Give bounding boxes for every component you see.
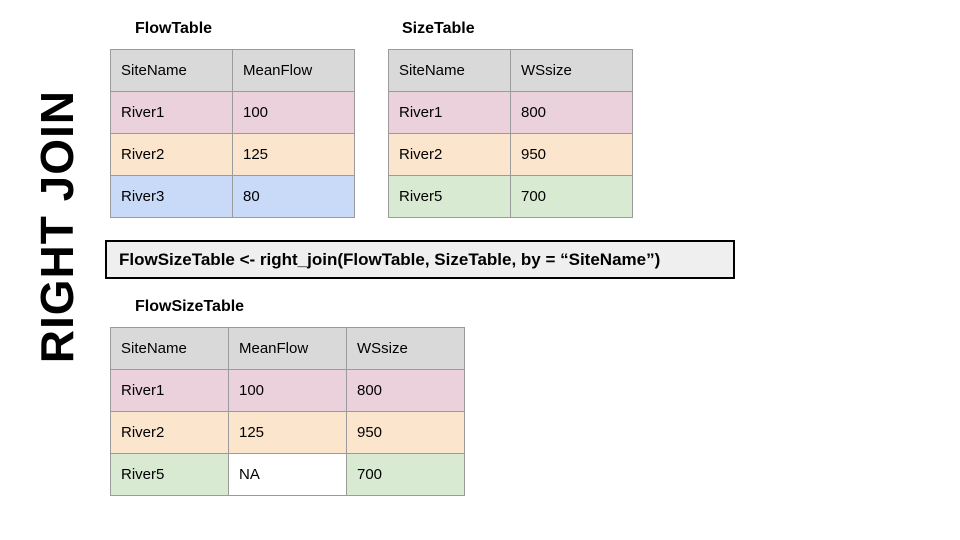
table-cell: 125	[228, 411, 347, 454]
table-cell: 800	[510, 91, 633, 134]
column-header: SiteName	[110, 49, 233, 92]
join-code-text: FlowSizeTable <- right_join(FlowTable, S…	[119, 249, 661, 269]
column-header: MeanFlow	[232, 49, 355, 92]
flow-table-title: FlowTable	[135, 20, 213, 37]
table-cell: 100	[228, 369, 347, 412]
table-cell: River2	[110, 411, 229, 454]
result-table-title: FlowSizeTable	[135, 298, 245, 315]
table-cell: River5	[110, 453, 229, 496]
table-cell: 80	[232, 175, 355, 218]
column-header: WSsize	[510, 49, 633, 92]
column-header: WSsize	[346, 327, 465, 370]
table-cell: River1	[388, 91, 511, 134]
table-cell: River2	[110, 133, 233, 176]
table-cell: 950	[346, 411, 465, 454]
join-code-box: FlowSizeTable <- right_join(FlowTable, S…	[105, 240, 735, 279]
table-cell: River2	[388, 133, 511, 176]
table-cell: 100	[232, 91, 355, 134]
slide-title-text: RIGHT JOIN	[31, 90, 83, 364]
column-header: MeanFlow	[228, 327, 347, 370]
column-header: SiteName	[388, 49, 511, 92]
table-cell: River5	[388, 175, 511, 218]
table-cell: 800	[346, 369, 465, 412]
table-cell: River3	[110, 175, 233, 218]
table-cell: 700	[346, 453, 465, 496]
slide-title-vertical: RIGHT JOIN	[18, 90, 96, 364]
table-cell: 700	[510, 175, 633, 218]
column-header: SiteName	[110, 327, 229, 370]
table-cell: River1	[110, 91, 233, 134]
size-table-title: SizeTable	[402, 20, 475, 37]
table-cell: River1	[110, 369, 229, 412]
table-cell: 125	[232, 133, 355, 176]
table-cell: 950	[510, 133, 633, 176]
table-cell: NA	[228, 453, 347, 496]
